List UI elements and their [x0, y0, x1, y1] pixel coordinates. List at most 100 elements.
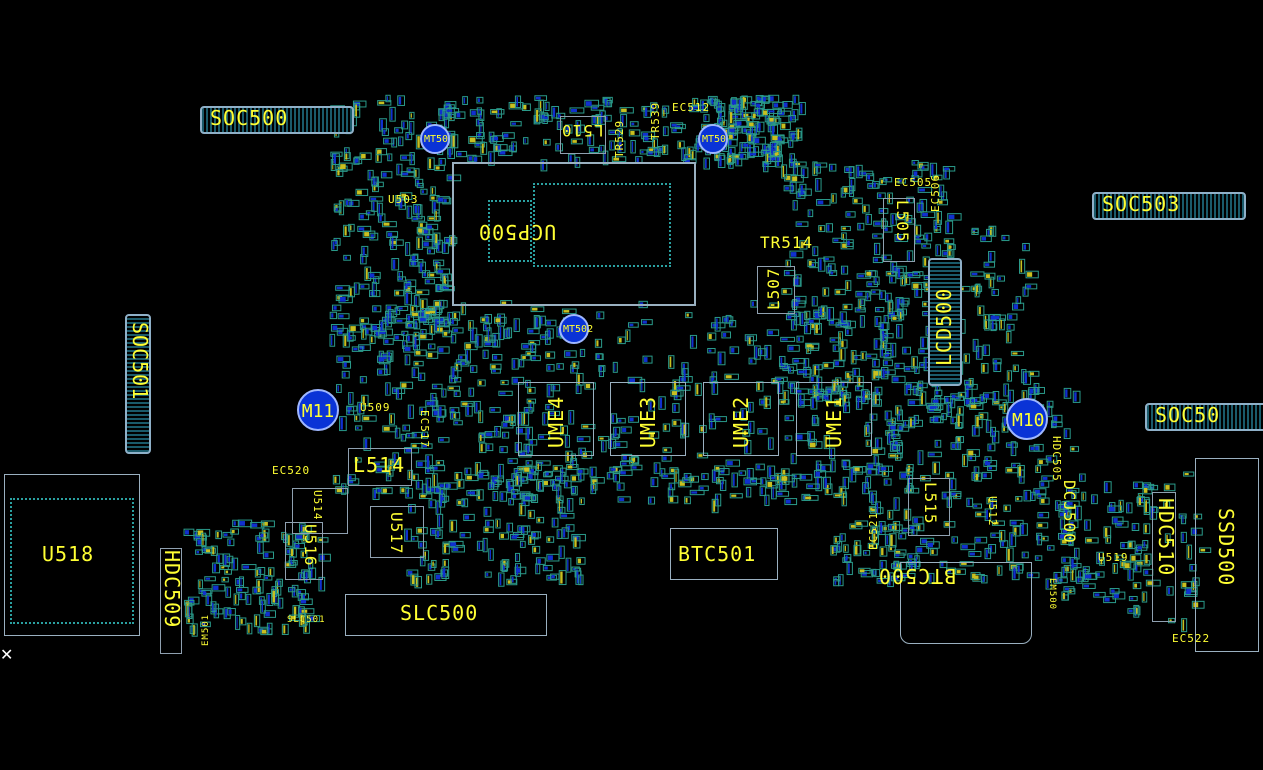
chip-ume1[interactable]	[796, 382, 872, 456]
inductor-l510[interactable]	[560, 116, 606, 154]
smd-pad	[830, 545, 837, 556]
connector-soc500[interactable]	[200, 106, 354, 134]
smd-pad	[375, 148, 388, 156]
smd-pad	[917, 187, 933, 193]
smd-pad	[399, 486, 410, 494]
smd-pad	[600, 440, 607, 453]
smd-pad	[1019, 258, 1026, 274]
connector-lcd500[interactable]	[928, 258, 962, 386]
chip-u517[interactable]	[370, 506, 424, 558]
inductor-l505[interactable]	[883, 198, 915, 262]
smd-pad	[757, 428, 768, 435]
chip-u516[interactable]	[285, 522, 323, 580]
smd-pad	[566, 464, 579, 471]
inductor-l514[interactable]	[348, 448, 412, 486]
smd-pad	[765, 480, 779, 489]
connector-btc501[interactable]	[670, 528, 778, 580]
mount-hole-m10[interactable]: M10	[1006, 398, 1048, 440]
chip-ume3[interactable]	[610, 382, 686, 456]
smd-pad	[371, 176, 378, 187]
smd-pad	[299, 523, 306, 533]
mount-hole-mt500[interactable]: MT50	[420, 124, 450, 154]
connector-soc50x[interactable]	[1145, 403, 1263, 431]
smd-pad	[415, 479, 424, 490]
smd-pad	[974, 536, 988, 544]
smd-pad	[418, 261, 426, 274]
smd-pad	[348, 324, 363, 333]
smd-pad	[233, 593, 240, 606]
mount-hole-mt501[interactable]: MT50	[698, 124, 728, 154]
smd-pad	[257, 541, 264, 554]
connector-slc500[interactable]	[345, 594, 547, 636]
smd-pad	[911, 282, 926, 290]
smd-pad	[928, 572, 935, 584]
smd-pad	[857, 222, 865, 231]
smd-pad	[410, 573, 419, 586]
smd-pad	[427, 343, 436, 350]
smd-pad	[813, 162, 828, 168]
smd-pad	[829, 447, 836, 460]
smd-pad	[1025, 270, 1039, 279]
smd-pad	[348, 286, 356, 298]
smd-pad	[975, 283, 981, 294]
mount-hole-m11[interactable]: M11	[297, 389, 339, 431]
smd-pad	[436, 284, 443, 292]
connector-ssd500[interactable]	[1195, 458, 1259, 652]
inductor-l515[interactable]	[908, 478, 950, 536]
smd-pad	[339, 416, 347, 432]
connector-hdc510[interactable]	[1152, 492, 1176, 622]
smd-pad	[917, 382, 928, 389]
smd-pad	[1036, 534, 1043, 546]
smd-pad	[406, 205, 413, 219]
smd-pad	[439, 299, 445, 310]
connector-btc500[interactable]	[900, 562, 1032, 644]
smd-pad	[187, 605, 193, 620]
inductor-l507[interactable]	[757, 266, 795, 314]
smd-pad	[800, 167, 809, 179]
smd-pad	[895, 405, 902, 416]
label-u503: U503	[388, 193, 419, 206]
chip-ume2[interactable]	[703, 382, 779, 456]
smd-pad	[263, 610, 277, 618]
smd-pad	[526, 398, 537, 404]
smd-pad	[788, 130, 802, 139]
smd-pad	[453, 390, 461, 397]
chip-ucp500-die	[533, 183, 671, 267]
smd-pad	[434, 486, 445, 494]
smd-pad	[1067, 531, 1076, 540]
smd-pad	[416, 236, 423, 250]
smd-pad	[238, 592, 246, 601]
smd-pad	[700, 99, 708, 113]
smd-pad	[544, 470, 554, 477]
smd-pad	[385, 382, 391, 396]
chip-ucp500[interactable]	[452, 162, 696, 306]
smd-pad	[379, 118, 387, 132]
smd-pad	[513, 318, 520, 332]
smd-pad	[570, 458, 578, 468]
smd-pad	[842, 303, 853, 311]
smd-pad	[1142, 486, 1153, 495]
smd-pad	[564, 350, 577, 358]
smd-pad	[917, 450, 924, 466]
smd-pad	[717, 154, 726, 169]
smd-pad	[1021, 551, 1029, 559]
smd-pad	[746, 468, 754, 481]
chip-u514[interactable]	[292, 488, 348, 534]
smd-pad	[560, 425, 568, 436]
label-tr514: TR514	[760, 233, 814, 252]
smd-pad	[1103, 481, 1112, 494]
smd-pad	[711, 498, 719, 514]
smd-pad	[642, 355, 653, 364]
chip-ume4[interactable]	[518, 382, 594, 456]
smd-pad	[400, 154, 414, 161]
smd-pad	[343, 152, 351, 162]
connector-soc501[interactable]	[125, 314, 151, 454]
smd-pad	[745, 486, 752, 498]
smd-pad	[699, 425, 707, 434]
smd-pad	[944, 396, 954, 404]
smd-pad	[987, 443, 996, 452]
connector-hdc509[interactable]	[160, 548, 182, 654]
chip-u518[interactable]	[4, 474, 140, 636]
connector-soc503[interactable]	[1092, 192, 1246, 220]
mount-hole-mt502[interactable]: MT502	[559, 314, 593, 344]
